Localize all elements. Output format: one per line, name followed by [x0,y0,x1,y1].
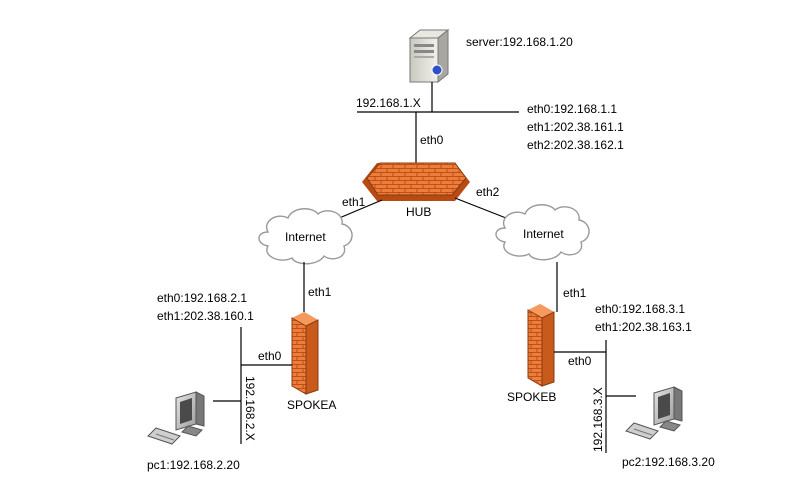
spokea-firewall-icon [291,312,319,395]
spokea-interface-eth0: eth0:192.168.2.1 [157,291,247,305]
net1-label: 192.168.1.X [356,96,421,110]
server-label: server:192.168.1.20 [466,35,573,49]
internet-right-cloud-icon [495,204,590,261]
pc2-label: pc2:192.168.3.20 [622,455,715,469]
hub-firewall-icon [362,162,470,201]
hub-name-label: HUB [406,205,431,219]
hub-interface-eth0: eth0:192.168.1.1 [527,102,617,116]
net3-label: 192.168.3.X [591,387,605,452]
server-icon [408,28,450,84]
spokea-eth1-label: eth1 [308,285,332,299]
hub-eth0-label: eth0 [420,133,444,147]
net2-label: 192.168.2.X [243,376,257,441]
spokea-interfaces: eth0:192.168.2.1 eth1:202.38.160.1 [157,291,254,323]
spokeb-eth1-label: eth1 [563,286,587,300]
spokea-eth0-label: eth0 [258,349,282,363]
internet-left-label: Internet [285,230,326,244]
hub-interface-eth2: eth2:202.38.162.1 [527,138,624,152]
hub-eth2-label: eth2 [476,185,500,199]
pc2-icon [625,386,683,440]
internet-left-cloud-icon [258,208,353,265]
spokea-interface-eth1: eth1:202.38.160.1 [157,309,254,323]
pc1-label: pc1:192.168.2.20 [147,458,240,472]
internet-right-label: Internet [523,227,564,241]
pc1-icon [147,391,205,445]
spokeb-interface-eth1: eth1:202.38.163.1 [595,320,692,334]
spokeb-firewall-icon [527,304,555,387]
spokeb-name-label: SPOKEB [507,390,556,404]
hub-interface-eth1: eth1:202.38.161.1 [527,120,624,134]
spokeb-eth0-label: eth0 [568,354,592,368]
hub-interfaces: eth0:192.168.1.1 eth1:202.38.161.1 eth2:… [527,102,624,152]
hub-eth1-label: eth1 [342,195,366,209]
spokeb-interfaces: eth0:192.168.3.1 eth1:202.38.163.1 [595,302,692,334]
hub-eth2-line [454,197,507,219]
spokea-name-label: SPOKEA [287,398,336,412]
spokeb-interface-eth0: eth0:192.168.3.1 [595,302,685,316]
